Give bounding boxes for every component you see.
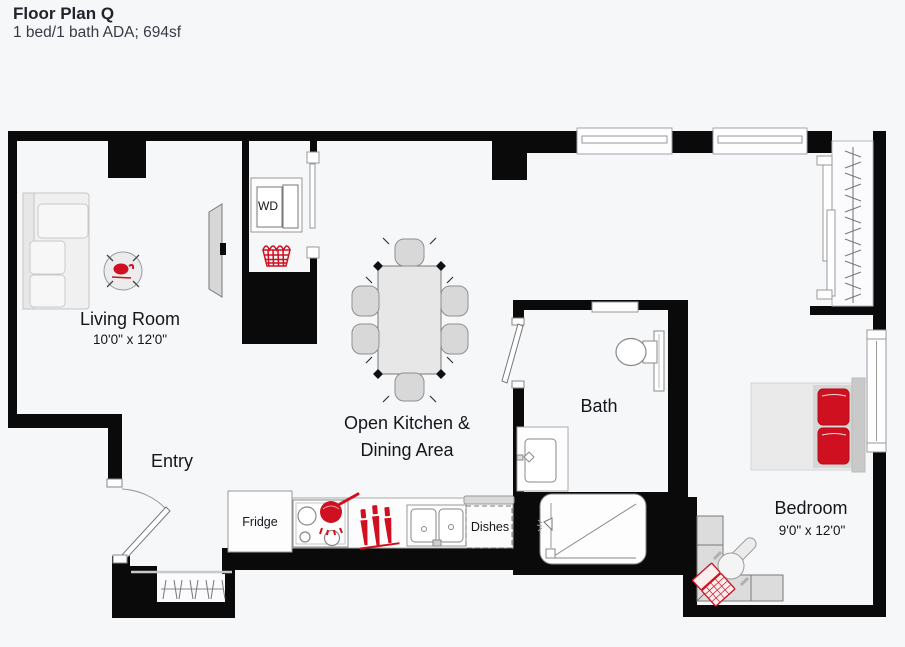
walls (8, 131, 886, 618)
bath-sink (516, 426, 569, 492)
desk-chair (712, 537, 757, 587)
laptop-icon (692, 562, 736, 607)
dishwasher-label: Dishes (470, 520, 510, 534)
kitchen-dining-label-line1: Open Kitchen & (343, 413, 471, 433)
living-room-label: Living Room (79, 309, 181, 329)
bath-door (501, 317, 525, 389)
dining-chairs (351, 238, 469, 402)
kitchen-dining-label-line2: Dining Area (360, 440, 454, 460)
entry-closet (131, 570, 232, 602)
tv (208, 203, 226, 298)
cooking-pot-icon (319, 492, 360, 536)
wardrobe-closet (816, 140, 874, 307)
knives-icon (359, 505, 400, 550)
shower (536, 493, 647, 565)
entry-label: Entry (150, 451, 194, 471)
kitchen-sink (406, 504, 467, 547)
washer-dryer-unit (250, 177, 303, 233)
window-1 (576, 127, 673, 155)
washer-dryer-label: WD (258, 199, 278, 213)
laundry-basket-icon (262, 245, 291, 267)
toilet (615, 330, 665, 392)
pillows (817, 388, 850, 465)
coffee-cup-icon (111, 263, 135, 279)
page-title: Floor Plan Q (13, 4, 115, 23)
dishwasher (463, 495, 515, 549)
bedroom-window (866, 329, 887, 453)
stove (292, 499, 349, 548)
page-subtitle: 1 bed/1 bath ADA; 694sf (13, 24, 182, 41)
sofa (22, 192, 90, 310)
coffee-table (103, 251, 143, 291)
bath-label: Bath (580, 396, 618, 416)
entry-door (106, 478, 171, 564)
wd-sliding-door (306, 151, 320, 259)
bath-shelf (591, 301, 639, 313)
living-room-dims: 10'0" x 12'0" (92, 332, 168, 347)
kitchen-dining-label: Open Kitchen & Dining Area (344, 410, 470, 464)
bedroom-dims: 9'0" x 12'0" (778, 523, 846, 538)
bedroom-label: Bedroom (774, 498, 848, 518)
fridge-label: Fridge (242, 515, 278, 529)
bed (750, 377, 866, 473)
fridge (227, 490, 293, 553)
window-2 (712, 127, 808, 155)
